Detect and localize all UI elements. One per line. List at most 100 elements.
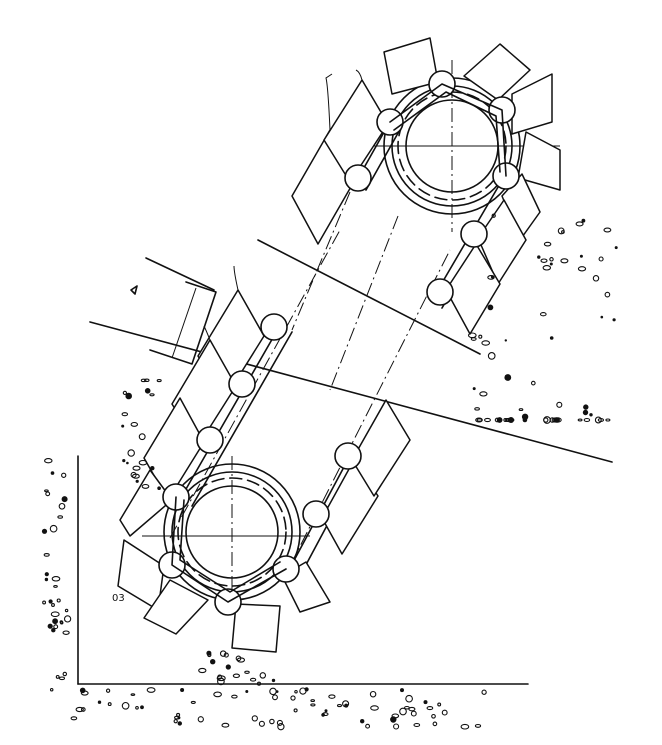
grit-speck [583,417,591,423]
grit-speck [393,723,400,730]
grit-speck [437,702,442,707]
grit-speck [45,491,51,497]
grit-speck [479,391,488,397]
grit-speck [290,695,296,701]
grit-speck [269,687,277,696]
grit-speck [413,722,421,728]
grit-speck [549,336,554,340]
grit-speck [121,701,130,710]
grit-speck [138,459,148,466]
grit-speck [603,227,612,233]
grit-speck [582,409,589,416]
grit-speck [122,390,128,396]
grit-speck [408,706,416,712]
grit-speck [294,689,298,694]
grit-speck [135,479,139,483]
grit-speck [210,659,216,665]
grit-speck [75,706,84,713]
grit-speck [555,418,559,422]
grit-speck [423,700,428,705]
grit-speck [322,712,329,717]
grit-speck [598,256,604,262]
grit-speck [190,700,196,704]
grit-speck [49,524,58,533]
grit-speck [80,707,86,712]
grit-speck [594,416,602,424]
grit-speck [474,407,480,411]
grit-speck [146,687,156,693]
grit-speck [557,227,565,235]
grit-speck [62,630,70,635]
grit-speck [328,694,336,699]
grit-speck [244,670,250,674]
grit-speck [44,577,49,582]
grit-speck [365,723,371,729]
grit-speck [484,417,491,423]
grit-speck [460,723,470,730]
grit-speck [141,483,150,489]
grit-speck [61,496,68,503]
buckets [117,37,561,653]
grit-speck [56,598,61,603]
grit-speck [173,719,178,724]
grit-speck [504,339,507,342]
grit-speck [276,719,283,726]
grit-speck [50,611,60,618]
grit-speck [542,265,552,271]
grit-speck [369,690,377,698]
grit-speck [472,387,476,391]
grit-speck [549,257,554,262]
grit-speck [549,262,553,266]
grit-speck [543,241,552,247]
grit-texture [41,213,618,731]
grit-speck [577,418,583,422]
grit-speck [219,650,227,657]
grit-speck [474,723,482,728]
grit-speck [57,515,64,519]
grit-speck [58,502,66,510]
grit-speck [144,378,150,383]
grit-speck [53,584,58,588]
grit-speck [390,716,397,723]
grit-speck [47,623,53,629]
grit-speck [467,332,477,339]
grit-speck [494,417,500,423]
grit-speck [55,674,60,679]
grit-speck [271,678,276,683]
grit-speck [198,667,207,674]
grit-speck [58,676,66,681]
incline-line-upper [257,239,481,355]
grit-speck [360,719,365,724]
grit-speck [324,709,328,713]
grit-speck [481,340,491,346]
grit-speck [487,352,496,360]
grit-speck [45,572,48,576]
grit-speck [44,458,53,464]
grit-speck [518,408,524,412]
grit-speck [259,672,267,679]
grit-speck [487,304,494,311]
grit-speck [62,671,68,677]
grit-speck [44,489,49,493]
grit-speck [256,681,262,686]
grit-speck [410,710,417,717]
grit-speck [97,700,102,704]
grit-speck [50,471,55,475]
grit-speck [405,694,413,703]
grit-speck [221,722,230,728]
grit-speck [549,417,556,423]
grit-speck [213,691,222,698]
grit-speck [174,715,181,720]
grit-speck [149,393,155,397]
grit-speck [107,702,112,707]
incline-line-lower [89,321,613,463]
grit-speck [52,618,58,625]
grit-speck [132,465,141,471]
grit-speck [41,528,48,534]
grit-speck [53,624,59,630]
grit-speck [135,705,139,710]
grit-speck [612,318,616,322]
grit-speck [180,688,185,692]
grit-speck [537,255,541,259]
